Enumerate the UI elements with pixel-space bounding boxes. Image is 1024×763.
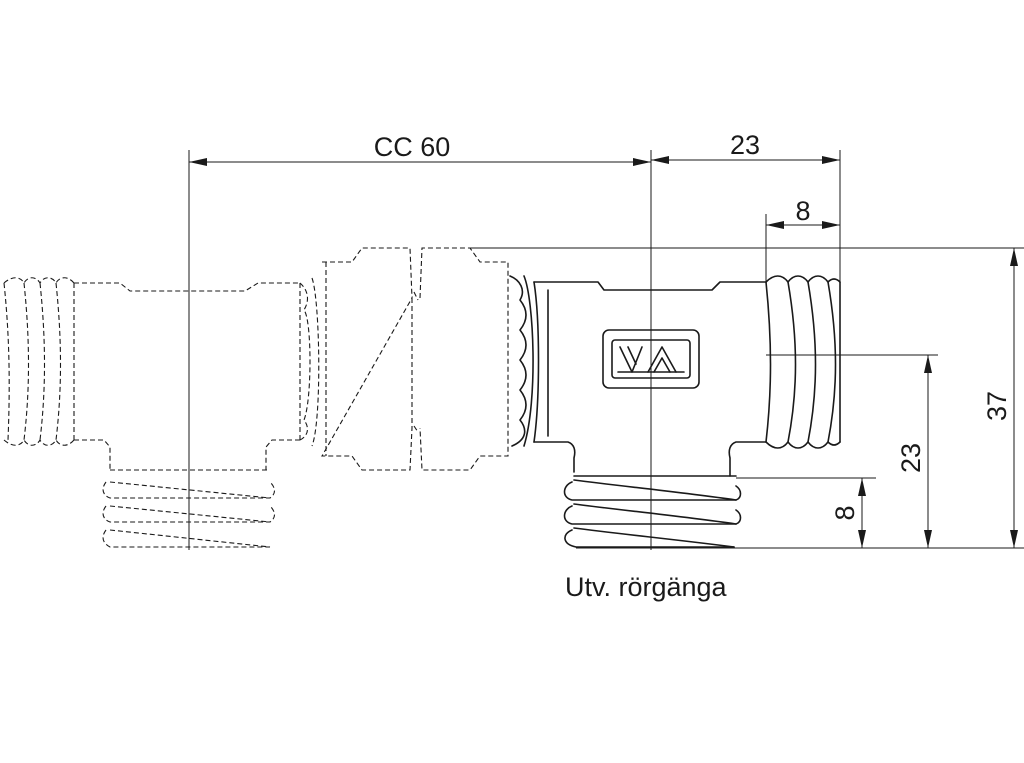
thread-type-caption: Utv. rörgänga xyxy=(565,572,728,602)
dim-center-height-label: 23 xyxy=(896,443,926,473)
dim-total-height-label: 37 xyxy=(982,391,1012,421)
dim-width-top-label: 23 xyxy=(730,130,760,160)
dim-cc-label: CC 60 xyxy=(374,132,451,162)
ghost-bottom-thread xyxy=(102,469,276,548)
dim-thread-bottom-label: 8 xyxy=(830,505,860,520)
ghost-union-nut xyxy=(321,247,509,471)
tee-bottom-thread xyxy=(563,475,742,548)
ghost-left-thread xyxy=(3,277,75,446)
tee-right-thread xyxy=(765,275,841,449)
ghost-tee-left xyxy=(3,277,320,548)
dimension-lines xyxy=(188,150,1024,550)
dim-thread-top-label: 8 xyxy=(795,196,810,226)
tee-fitting xyxy=(509,275,841,548)
tee-left-thread xyxy=(509,275,540,447)
